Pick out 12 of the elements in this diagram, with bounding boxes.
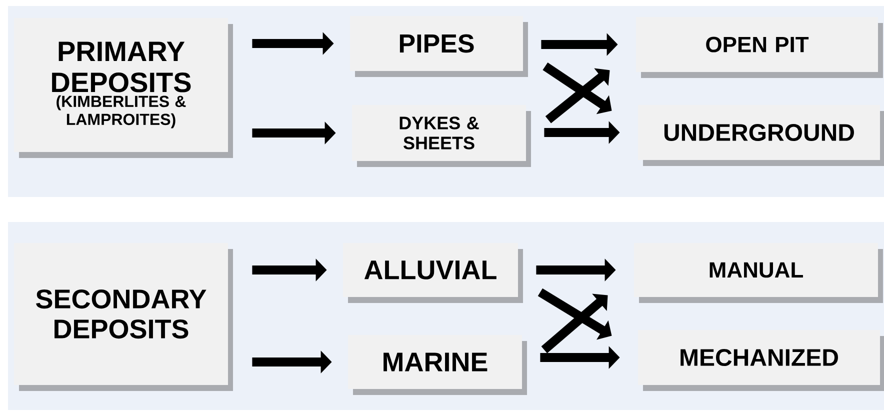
- arrow: [541, 294, 608, 354]
- process-box: MECHANIZED: [638, 330, 884, 391]
- process-box: ALLUVIAL: [343, 243, 523, 303]
- process-box: UNDERGROUND: [638, 105, 884, 166]
- process-box: MARINE: [348, 335, 527, 395]
- arrow: [545, 68, 610, 124]
- process-box: SECONDARY DEPOSITS: [14, 243, 233, 391]
- process-box: DYKES & SHEETS: [352, 105, 531, 167]
- process-box: OPEN PIT: [636, 17, 883, 78]
- process-box: MANUAL: [634, 243, 883, 303]
- process-box: PRIMARY DEPOSITS (KIMBERLITES & LAMPROITES): [14, 18, 233, 158]
- process-box: PIPES: [350, 16, 528, 77]
